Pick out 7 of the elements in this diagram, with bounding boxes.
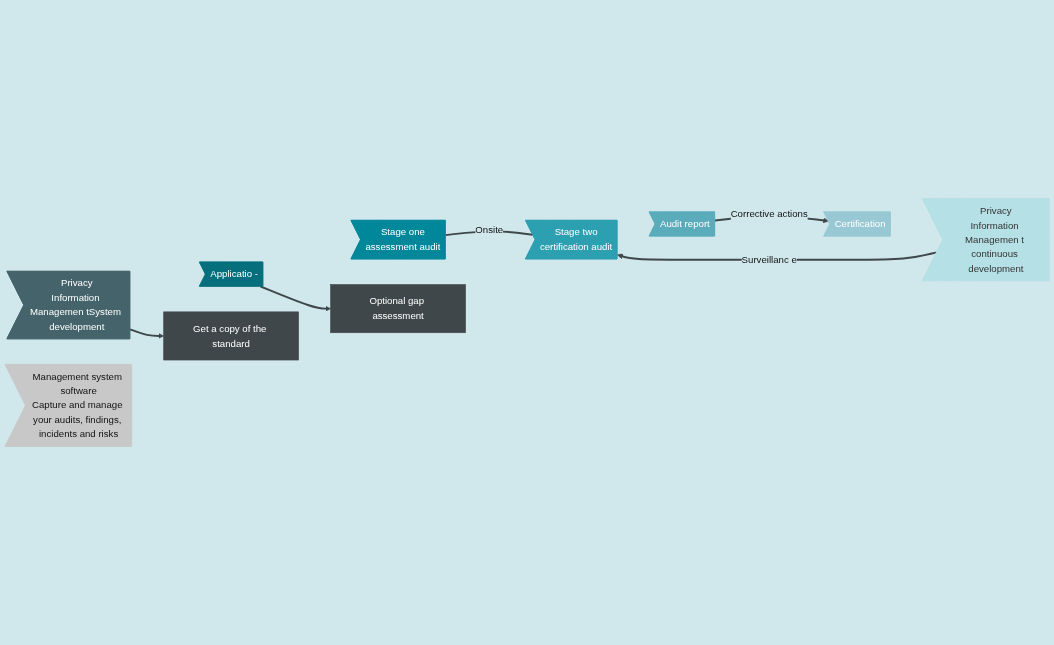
arrow — [259, 285, 331, 312]
edge-label: Surveillanc e — [741, 253, 797, 265]
node-box: Get a copy of the standard — [163, 311, 299, 361]
arrow — [129, 328, 164, 339]
edge-label: Corrective actions — [730, 207, 808, 219]
edge-label: Onsite — [475, 224, 504, 236]
node-box: Optional gap assessment — [330, 284, 466, 334]
